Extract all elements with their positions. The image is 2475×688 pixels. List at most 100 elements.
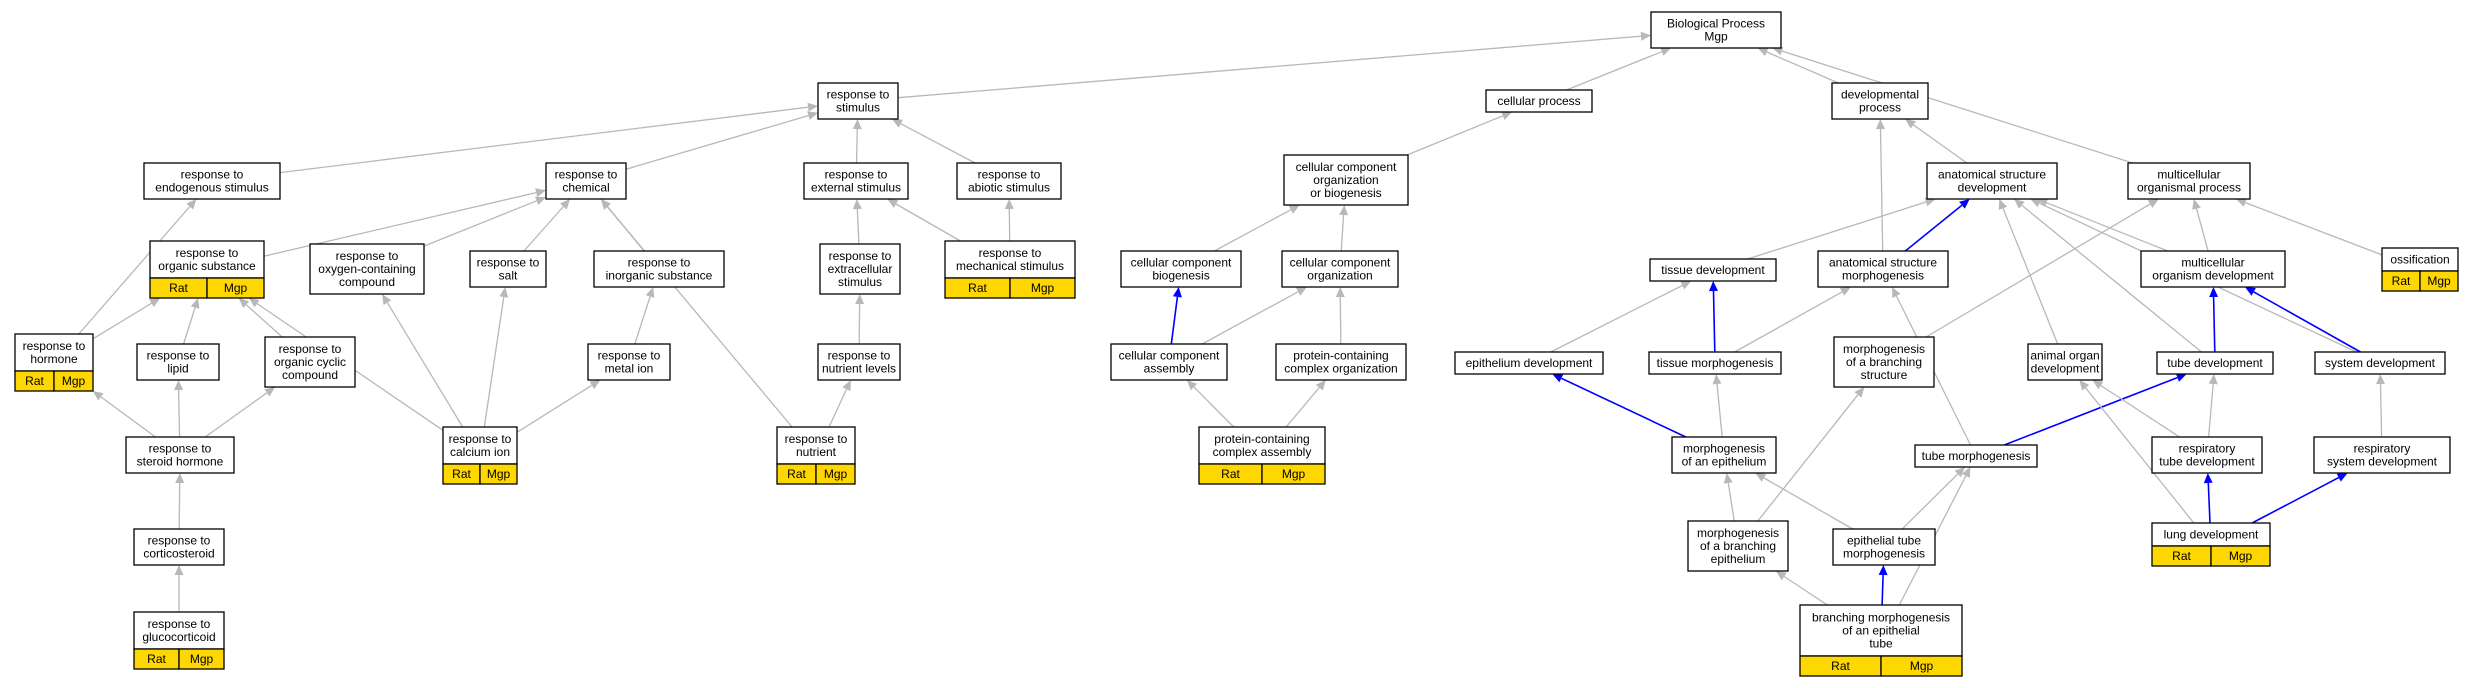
node-label-line: tube morphogenesis: [1922, 449, 2031, 463]
go-term-node-tube_morph[interactable]: tube morphogenesis: [1914, 444, 2038, 468]
edge-line: [2002, 208, 2059, 345]
node-label-line: cellular component: [1131, 256, 1232, 270]
edge-asm-to-asd: [1904, 199, 1970, 252]
node-label-line: multicellular: [2157, 168, 2220, 182]
edge-line: [1925, 203, 2151, 338]
arrowhead: [1640, 31, 1651, 41]
arrowhead: [92, 391, 104, 401]
edge-asm-to-dev_proc: [1876, 119, 1885, 252]
go-term-node-tissue_morph[interactable]: tissue morphogenesis: [1648, 351, 1782, 375]
annotation-cell: [206, 277, 265, 299]
edge-sys_dev-to-mod: [2245, 287, 2361, 353]
annotation-label: Mgp: [190, 652, 214, 666]
node-label-line: cellular component: [1290, 256, 1391, 270]
node-label-line: response to: [829, 249, 892, 263]
edge-line: [1550, 284, 1683, 353]
edge-dev_proc-to-bp: [1757, 47, 1839, 84]
edge-line: [897, 35, 1642, 99]
edge-ossif-to-mop: [2236, 198, 2383, 256]
arrowhead: [1876, 119, 1885, 130]
edge-morph_branch_struct-to-mop: [1925, 199, 2159, 338]
node-box: [133, 528, 225, 566]
edge-line: [855, 128, 858, 164]
edge-resp_gluco-to-resp_cortico: [174, 565, 184, 612]
annotation-label: Mgp: [1031, 281, 1055, 295]
edge-line: [1766, 51, 1839, 84]
edge-line: [1285, 387, 1320, 428]
node-label-line: Biological Process: [1667, 17, 1765, 31]
node-label-line: response to: [149, 442, 212, 456]
edge-resp_cortico-to-resp_steroid: [175, 473, 185, 530]
go-term-node-epi_dev[interactable]: epithelium development: [1454, 351, 1604, 375]
annotation-label: Mgp: [2229, 549, 2253, 563]
node-label-line: stimulus: [836, 101, 880, 115]
annotation-cell: [1880, 655, 1963, 677]
node-label-line: process: [1859, 101, 1901, 115]
go-term-node-tube_dev[interactable]: tube development: [2156, 351, 2274, 375]
edge-line: [386, 302, 464, 428]
edge-morph_branch_epi-to-morph_epi: [1723, 473, 1735, 522]
node-box: [1671, 436, 1777, 474]
node-label-line: morphogenesis: [1842, 269, 1924, 283]
go-term-node-cell_proc[interactable]: cellular process: [1485, 89, 1593, 113]
go-term-node-tissue_dev[interactable]: tissue development: [1649, 258, 1777, 282]
node-label-line: nutrient: [796, 445, 837, 459]
node-label-line: ossification: [2390, 253, 2449, 267]
annotation-cell: [1009, 277, 1076, 299]
edge-line: [895, 203, 961, 242]
annotation-label: Mgp: [62, 374, 86, 388]
edge-line: [2245, 201, 2383, 256]
annotation-label: Mgp: [224, 281, 248, 295]
node-label-line: chemical: [562, 181, 609, 195]
node-label-line: organization: [1307, 269, 1372, 283]
node-label-line: response to: [148, 534, 211, 548]
node-box: [2156, 351, 2274, 375]
edge-morph_epi-to-tissue_morph: [1712, 374, 1723, 438]
go-term-node-sys_dev[interactable]: system development: [2314, 351, 2446, 375]
node-box: [125, 436, 235, 474]
